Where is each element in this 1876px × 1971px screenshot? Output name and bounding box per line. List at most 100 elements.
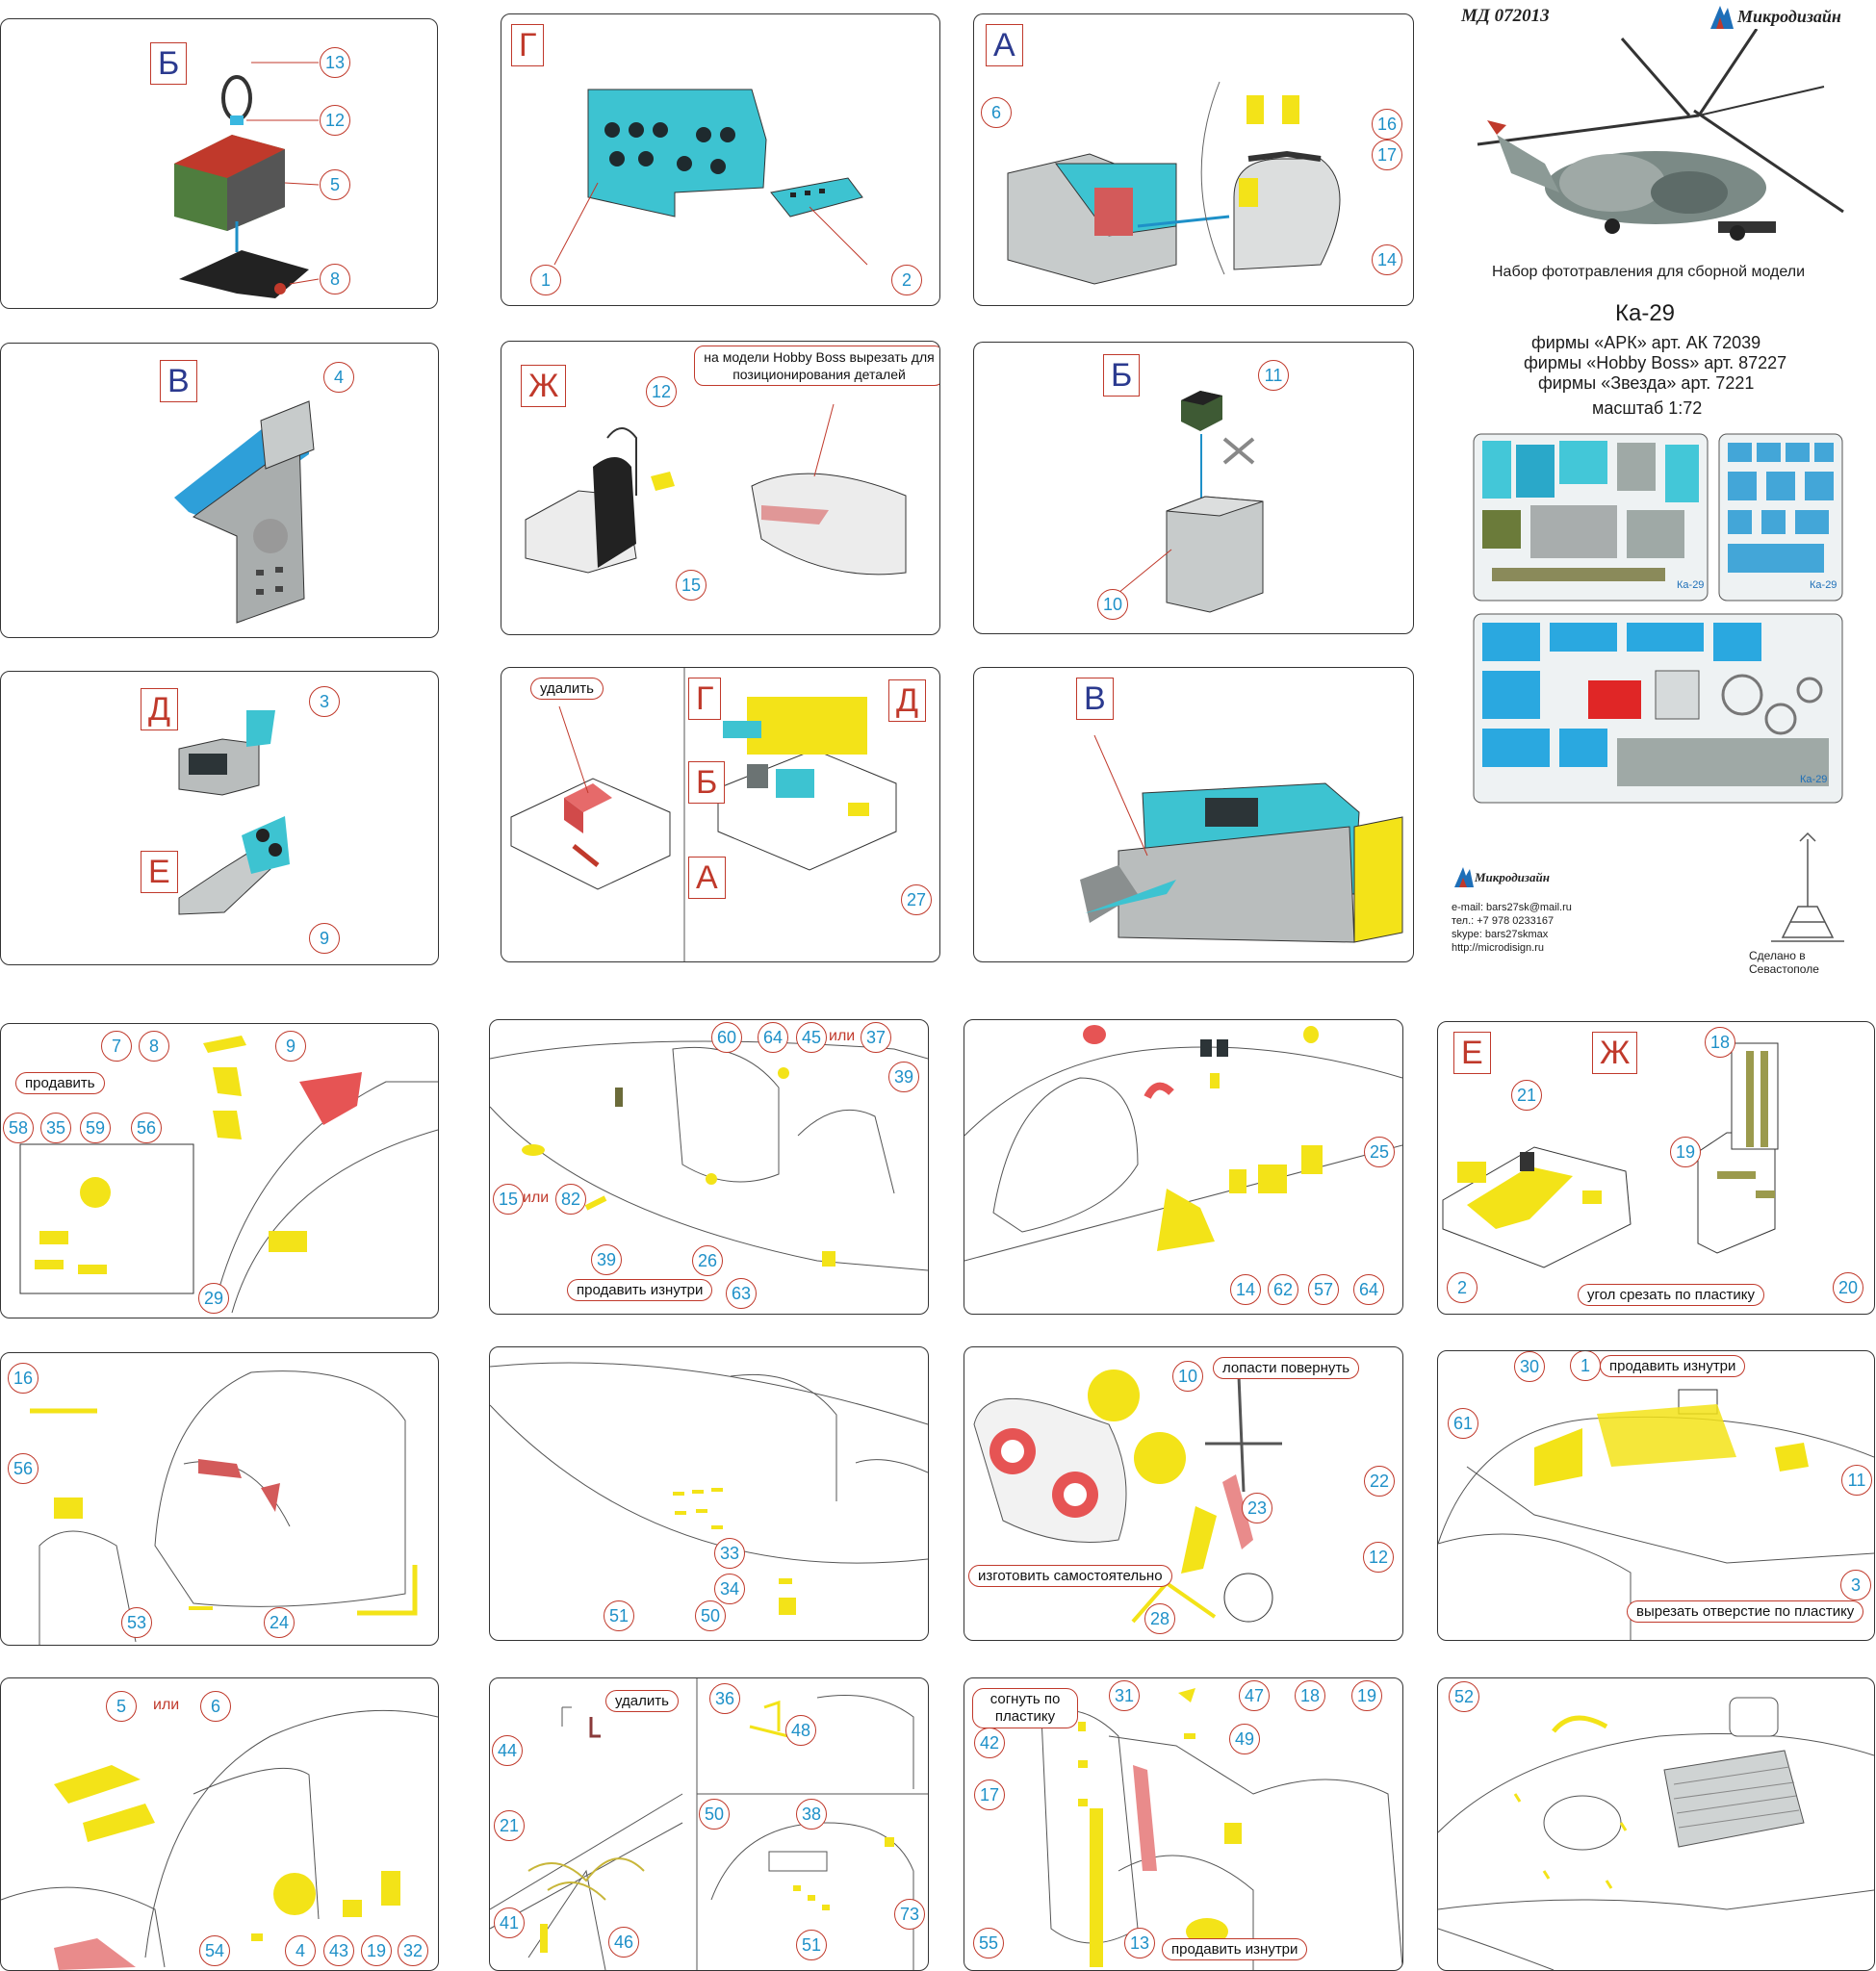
callout-12: 12 [1363,1542,1394,1573]
or-label: или [523,1190,550,1206]
note-make-yourself: изготовить самостоятельно [968,1565,1172,1587]
step-illustration [174,400,315,624]
callout-23: 23 [1242,1493,1272,1523]
helicopter-photo [1477,29,1844,241]
panel-16: лопасти повернуть 10 23 22 изготовить са… [964,1346,1403,1641]
callout-17: 17 [974,1779,1005,1810]
step-letter-b: Б [688,761,726,804]
callout-1: 1 [1570,1351,1601,1381]
panel-10: продавить 7 8 9 58 35 59 56 29 [0,1023,439,1318]
callout-15: 15 [493,1184,524,1215]
callout-11: 11 [1258,360,1289,391]
note-cut-hobbyboss: на модели Hobby Boss вырезать для позици… [694,346,939,386]
note-cut-corner: угол срезать по пластику [1578,1284,1765,1306]
panel-8: удалить Г Д Б А 27 [501,667,940,962]
kit-caption: Набор фототравления для сборной модели [1492,264,1806,280]
step-illustration [30,1370,418,1645]
callout-64: 64 [1353,1274,1384,1305]
callout-52: 52 [1449,1681,1479,1712]
callout-1: 1 [530,265,561,295]
logo-mark-icon [1710,6,1734,29]
step-letter: Ж [521,365,567,407]
callout-59: 59 [80,1113,111,1143]
fret-1-label: Ка-29 [1677,579,1705,591]
contact-website[interactable]: http://microdisign.ru [1452,942,1544,954]
scale-label: масштаб 1:72 [1592,398,1703,418]
callout-45: 45 [796,1022,827,1053]
callout-48: 48 [785,1715,816,1746]
panel-13: Е Ж 18 21 19 2 угол срезать по пластику … [1437,1021,1875,1315]
callout-28: 28 [1144,1603,1175,1634]
callout-9: 9 [309,923,340,954]
callout-5: 5 [106,1691,137,1722]
panel-12: 25 14 62 57 64 [964,1019,1403,1315]
callout-15: 15 [676,570,707,601]
panel-4: В 4 [0,343,439,638]
compat-hobbyboss: фирмы «Hobby Boss» арт. 87227 [1524,353,1787,372]
panel-20: согнуть по пластику 31 47 42 17 18 19 49… [964,1677,1403,1971]
step-illustration [174,62,320,298]
callout-38: 38 [796,1799,827,1830]
callout-12: 12 [320,105,350,136]
callout-43: 43 [323,1935,354,1966]
panel-14: 16 56 53 24 [0,1352,439,1646]
callout-7: 7 [101,1031,132,1062]
note-press-inside: продавить изнутри [1162,1938,1308,1960]
callout-82: 82 [555,1184,586,1215]
callout-21: 21 [494,1810,525,1841]
callout-33: 33 [714,1538,745,1569]
panel-7: Д Е 3 9 [0,671,439,965]
callout-32: 32 [398,1935,428,1966]
contact-phone: тел.: +7 978 0233167 [1452,915,1555,927]
callout-54: 54 [199,1935,230,1966]
callout-19: 19 [361,1935,392,1966]
callout-30: 30 [1514,1351,1545,1382]
callout-35: 35 [40,1113,71,1143]
panel-5: Ж на модели Hobby Boss вырезать для пози… [501,341,940,635]
callout-2: 2 [1447,1272,1478,1303]
callout-19: 19 [1670,1137,1701,1167]
step-letter-d: Д [141,688,179,730]
callout-13: 13 [320,47,350,78]
callout-34: 34 [714,1574,745,1604]
callout-49: 49 [1229,1724,1260,1754]
callout-13: 13 [1124,1928,1155,1958]
model-name: Ка-29 [1615,300,1676,326]
step-letter: Б [150,42,188,85]
callout-2: 2 [891,265,922,295]
step-illustration [490,1362,928,1615]
callout-10: 10 [1172,1361,1203,1392]
callout-50: 50 [695,1600,726,1631]
step-letter-e: Е [1453,1032,1491,1074]
callout-18: 18 [1705,1027,1735,1058]
callout-63: 63 [726,1278,757,1309]
note-cut-hole: вырезать отверстие по пластику [1627,1600,1864,1623]
step-illustration [1,1709,438,1970]
callout-51: 51 [796,1930,827,1960]
step-illustration [490,1040,928,1271]
callout-24: 24 [264,1607,295,1638]
panel-11: 60 64 45 или 37 39 15 или 82 39 26 прода… [489,1019,929,1315]
step-letter-e: Е [141,851,178,893]
callout-41: 41 [494,1907,525,1938]
step-letter: В [1076,678,1114,720]
logo-mark-icon [1454,867,1474,887]
callout-20: 20 [1833,1272,1863,1303]
callout-25: 25 [1364,1137,1395,1167]
note-remove: удалить [605,1690,679,1712]
callout-31: 31 [1109,1680,1140,1711]
callout-64: 64 [758,1022,788,1053]
callout-44: 44 [492,1735,523,1766]
step-illustration [19,1036,438,1314]
compat-zvezda: фирмы «Звезда» арт. 7221 [1538,373,1755,393]
callout-46: 46 [608,1927,639,1958]
contact-email[interactable]: e-mail: bars27sk@mail.ru [1452,902,1572,913]
step-letter-zh: Ж [1592,1032,1638,1074]
callout-17: 17 [1372,140,1402,170]
step-illustration [1118,391,1264,613]
or-label: или [153,1697,180,1713]
callout-8: 8 [139,1031,169,1062]
step-illustration [1007,81,1341,285]
step-illustration [1080,734,1403,943]
callout-56: 56 [8,1453,39,1484]
